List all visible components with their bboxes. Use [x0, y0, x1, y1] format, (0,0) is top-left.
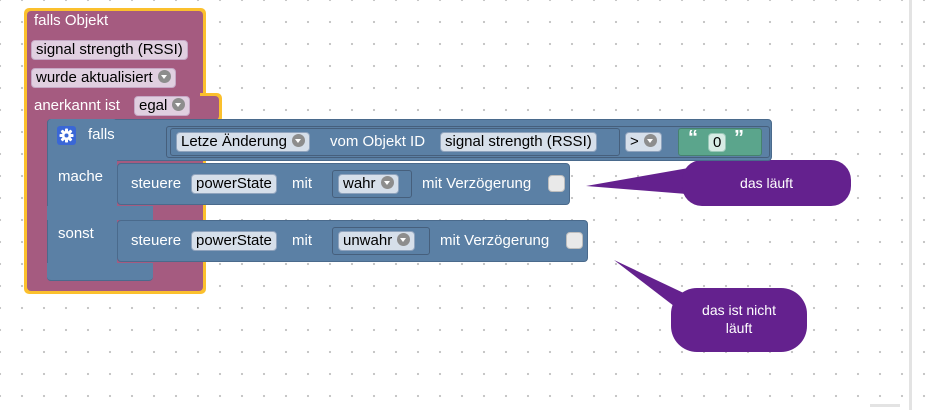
- trigger-title: falls Objekt: [34, 12, 109, 29]
- callout-not-working-bubble: [671, 288, 807, 352]
- do-delay-label: mit Verzögerung: [422, 175, 532, 192]
- do-target-field[interactable]: powerState: [191, 174, 277, 194]
- do-value-dropdown[interactable]: wahr: [338, 174, 399, 194]
- else-target-field[interactable]: powerState: [191, 231, 277, 251]
- horizontal-scrollbar[interactable]: [870, 404, 900, 407]
- do-label: mache: [58, 168, 104, 185]
- else-label: sonst: [58, 225, 94, 242]
- else-control-label: steuere: [131, 232, 182, 249]
- do-control-label: steuere: [131, 175, 182, 192]
- callout-works-pointer: [586, 166, 712, 196]
- callout-works-text: das läuft: [740, 175, 793, 191]
- else-delay-label: mit Verzögerung: [440, 232, 550, 249]
- quote-open-icon: “: [688, 127, 698, 149]
- else-with-label: mit: [292, 232, 312, 249]
- gear-icon[interactable]: [57, 126, 76, 145]
- string-value-field[interactable]: 0: [708, 133, 727, 152]
- event-dropdown[interactable]: wurde aktualisiert: [31, 68, 176, 88]
- condition-object-field[interactable]: signal strength (RSSI): [440, 132, 597, 152]
- do-delay-checkbox[interactable]: [548, 175, 565, 192]
- if-block-footer: [47, 263, 153, 281]
- trigger-block-ear: [198, 96, 219, 120]
- dropdown-arrow-icon: [397, 233, 411, 246]
- dropdown-arrow-icon: [380, 176, 394, 189]
- quote-close-icon: ”: [734, 127, 744, 149]
- vertical-scrollbar[interactable]: [909, 0, 912, 410]
- if-block-spine: [47, 119, 117, 281]
- do-with-label: mit: [292, 175, 312, 192]
- if-block-middle-bar: [47, 206, 153, 220]
- callout-works-bubble: [682, 160, 851, 206]
- callout-not-working-line1: das ist nicht: [702, 302, 776, 318]
- operator-dropdown[interactable]: >: [625, 132, 662, 152]
- else-value-dropdown[interactable]: unwahr: [338, 231, 416, 251]
- dropdown-arrow-icon: [643, 134, 657, 147]
- dropdown-arrow-icon: [291, 134, 305, 147]
- property-dropdown[interactable]: Letze Änderung: [176, 132, 310, 152]
- dropdown-arrow-icon: [172, 98, 186, 111]
- ack-dropdown[interactable]: egal: [134, 96, 191, 116]
- object-id-field[interactable]: signal strength (RSSI): [31, 40, 188, 60]
- object-id-label: vom Objekt ID: [330, 133, 426, 150]
- ack-label: anerkannt ist: [34, 97, 120, 114]
- else-delay-checkbox[interactable]: [566, 232, 583, 249]
- callout-not-working-line2: läuft: [725, 320, 753, 336]
- dropdown-arrow-icon: [157, 70, 171, 83]
- if-label: falls: [88, 126, 115, 143]
